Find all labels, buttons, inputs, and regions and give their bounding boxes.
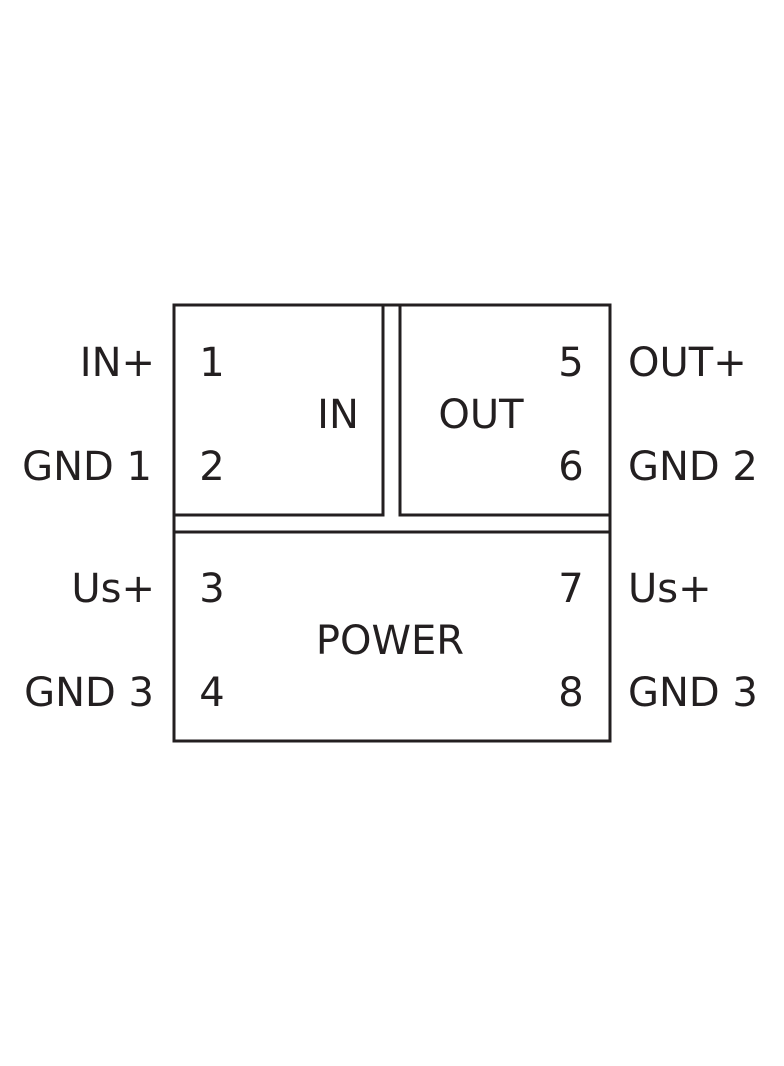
pin-number-1: 1 <box>199 340 224 386</box>
pin-number-5: 5 <box>558 340 583 386</box>
left-label-us-plus: Us+ <box>71 566 155 612</box>
pin-number-4: 4 <box>199 670 224 716</box>
out-compartment <box>398 303 612 517</box>
pin-number-8: 8 <box>558 670 583 716</box>
pin-number-3: 3 <box>199 566 224 612</box>
left-label-gnd-1: GND 1 <box>22 444 152 490</box>
pin-number-7: 7 <box>558 566 583 612</box>
right-label-gnd-3: GND 3 <box>628 670 758 716</box>
in-section-label: IN <box>317 392 359 438</box>
pin-number-2: 2 <box>199 444 224 490</box>
left-label-gnd-3: GND 3 <box>24 670 154 716</box>
power-section-label: POWER <box>316 618 464 664</box>
pin-number-6: 6 <box>558 444 583 490</box>
in-compartment <box>172 303 385 517</box>
right-label-us-plus: Us+ <box>628 566 712 612</box>
left-label-in-plus: IN+ <box>80 340 155 386</box>
right-label-out-plus: OUT+ <box>628 340 747 386</box>
right-label-gnd-2: GND 2 <box>628 444 758 490</box>
out-section-label: OUT <box>438 392 524 438</box>
power-compartment <box>172 530 612 743</box>
